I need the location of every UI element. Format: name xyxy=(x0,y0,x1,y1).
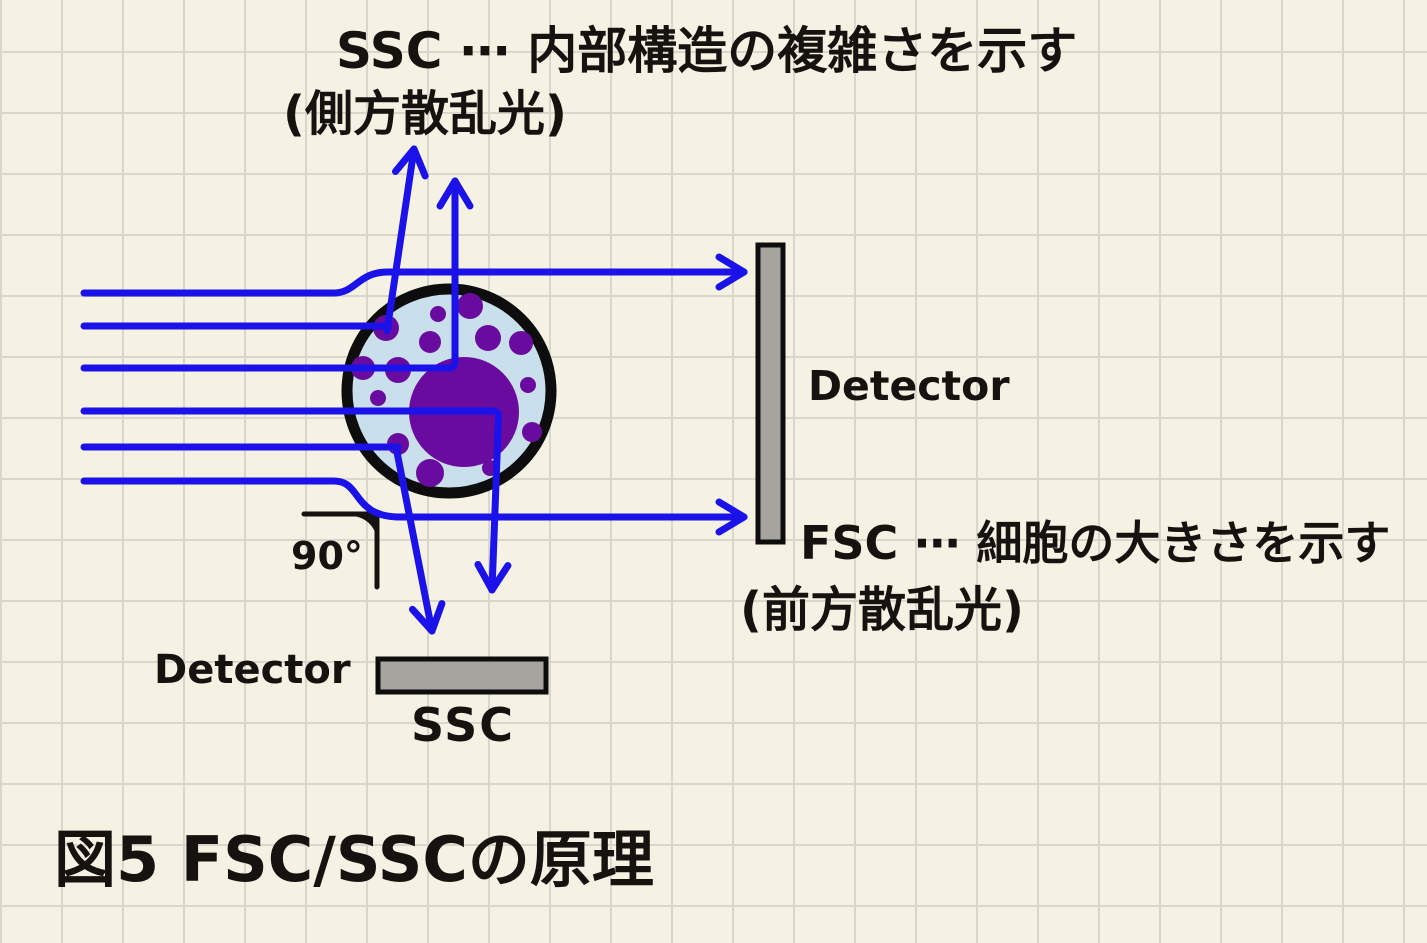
ssc-title-label: SSC ⋯ 内部構造の複雑さを示す xyxy=(336,22,1078,80)
fsc-detector-icon xyxy=(755,242,786,545)
scatter-arrow-up-tilted xyxy=(383,145,429,335)
laser-beam-4-side-scatter-down xyxy=(80,407,512,594)
figure-caption: 図5 FSC/SSCの原理 xyxy=(54,823,654,896)
ssc-detector-label: SSC xyxy=(411,698,515,752)
fsc-title-label: FSC ⋯ 細胞の大きさを示す xyxy=(800,516,1391,570)
laser-beams xyxy=(80,145,748,635)
laser-beam-bypass-bottom xyxy=(80,477,748,536)
detector-side-label: Detector xyxy=(808,362,1010,410)
scatter-arrow-down-tilted xyxy=(392,443,446,635)
cell-granules xyxy=(351,293,542,487)
detector-bottom-label: Detector xyxy=(154,647,351,693)
fsc-subtitle-label: (前方散乱光) xyxy=(740,582,1024,638)
laser-beam-bypass-top xyxy=(80,253,748,297)
ssc-subtitle-label: (側方散乱光) xyxy=(283,86,567,142)
ssc-detector-icon xyxy=(375,656,549,695)
angle-90-label: 90° xyxy=(291,534,363,578)
laser-beam-3-side-scatter-up xyxy=(80,177,474,372)
cell-icon xyxy=(341,283,557,499)
